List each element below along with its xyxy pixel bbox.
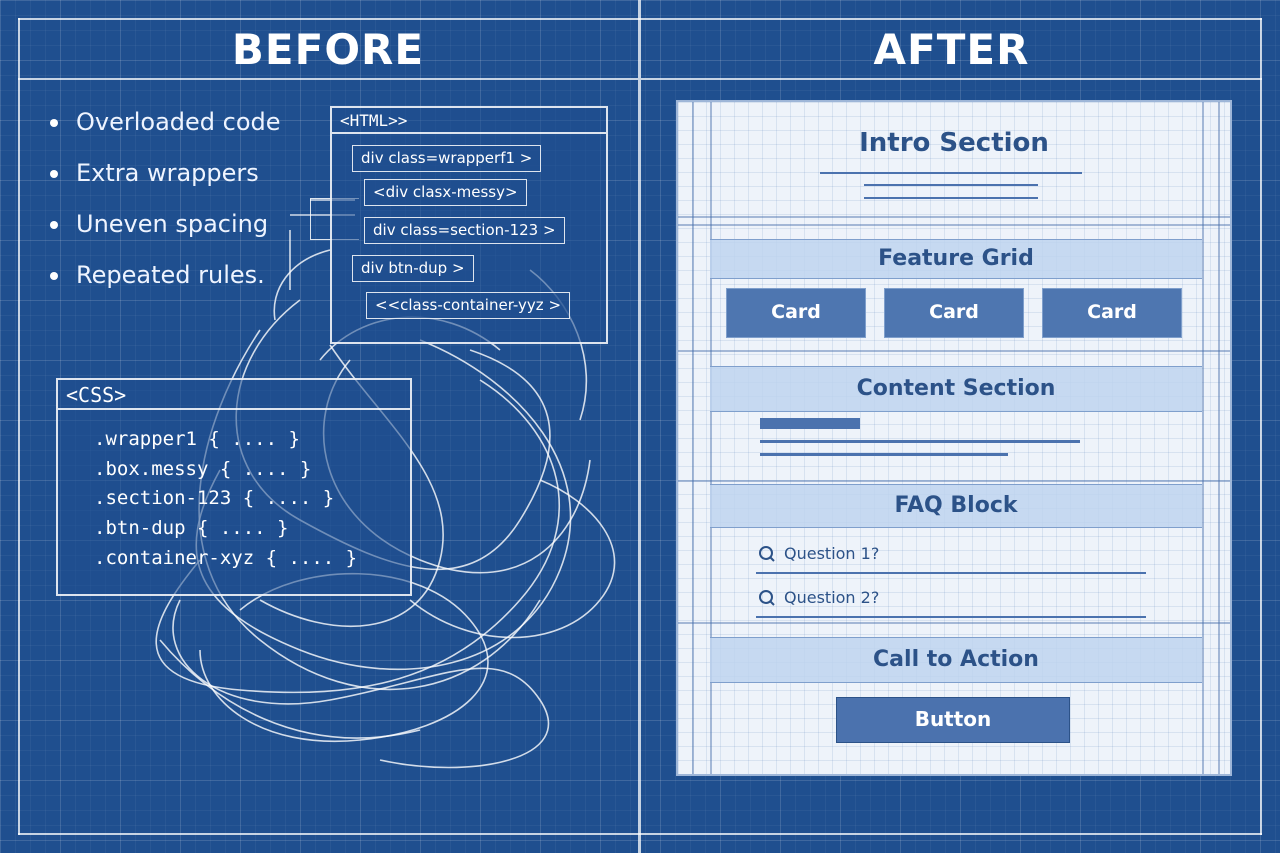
problem-item: Repeated rules. <box>50 255 281 306</box>
css-rule: .wrapper1 { .... } <box>94 428 300 450</box>
faq-divider <box>756 572 1146 574</box>
frame-right <box>1260 18 1262 835</box>
feature-card[interactable]: Card <box>726 288 866 338</box>
faq-block-title: FAQ Block <box>710 484 1202 528</box>
header-rule-left <box>18 78 638 80</box>
cta-button[interactable]: Button <box>836 697 1070 743</box>
faq-question-text: Question 2? <box>784 588 880 607</box>
header-rule-right <box>641 78 1262 80</box>
intro-section-title: Intro Section <box>859 128 1049 158</box>
feature-card[interactable]: Card <box>884 288 1024 338</box>
css-rule: .box.messy { .... } <box>94 458 312 480</box>
after-heading: AFTER <box>873 25 1030 74</box>
css-rule: .container-xyz { .... } <box>94 547 358 569</box>
problem-item: Overloaded code <box>50 102 281 153</box>
html-tag: <<class-container-yyz > <box>366 292 571 319</box>
css-rule: .section-123 { .... } <box>94 487 335 509</box>
search-icon <box>758 545 776 563</box>
guide-line <box>678 350 1230 352</box>
content-section-title: Content Section <box>710 366 1202 412</box>
css-code-box: <CSS> .wrapper1 { .... } .box.messy { ..… <box>56 378 412 596</box>
feature-card[interactable]: Card <box>1042 288 1182 338</box>
guide-line <box>678 480 1230 482</box>
guide-line <box>678 216 1230 218</box>
intro-underline <box>820 172 1082 174</box>
frame-left <box>18 18 20 835</box>
intro-text-line <box>864 197 1038 199</box>
content-text-line <box>760 453 1008 456</box>
faq-question[interactable]: Question 1? <box>758 544 879 563</box>
faq-divider <box>756 616 1146 618</box>
feature-grid-title: Feature Grid <box>710 239 1202 279</box>
problem-list: Overloaded code Extra wrappers Uneven sp… <box>50 102 281 306</box>
faq-question-text: Question 1? <box>784 544 880 563</box>
problem-item: Extra wrappers <box>50 153 281 204</box>
html-tag: div class=section-123 > <box>364 217 565 244</box>
css-box-title: <CSS> <box>58 380 410 410</box>
before-heading: BEFORE <box>231 25 425 74</box>
content-text-line <box>760 440 1080 443</box>
search-icon <box>758 589 776 607</box>
problem-item: Uneven spacing <box>50 204 281 255</box>
call-to-action-title: Call to Action <box>710 637 1202 683</box>
guide-line <box>1202 102 1204 774</box>
html-tag: div btn-dup > <box>352 255 474 282</box>
css-rule: .btn-dup { .... } <box>94 517 289 539</box>
panel-divider <box>638 0 641 853</box>
clean-wireframe: Intro Section Feature Grid Card Card Car… <box>676 100 1232 776</box>
html-box-title: <HTML>> <box>332 108 606 134</box>
html-tag: <div clasx-messy> <box>364 179 527 206</box>
guide-line <box>1218 102 1220 774</box>
html-tag: div class=wrapperf1 > <box>352 145 542 172</box>
guide-line <box>710 102 712 774</box>
intro-text-line <box>864 184 1038 186</box>
content-heading-bar <box>760 418 860 429</box>
guide-line <box>678 224 1230 226</box>
guide-line <box>678 622 1230 624</box>
faq-question[interactable]: Question 2? <box>758 588 879 607</box>
guide-line <box>692 102 694 774</box>
